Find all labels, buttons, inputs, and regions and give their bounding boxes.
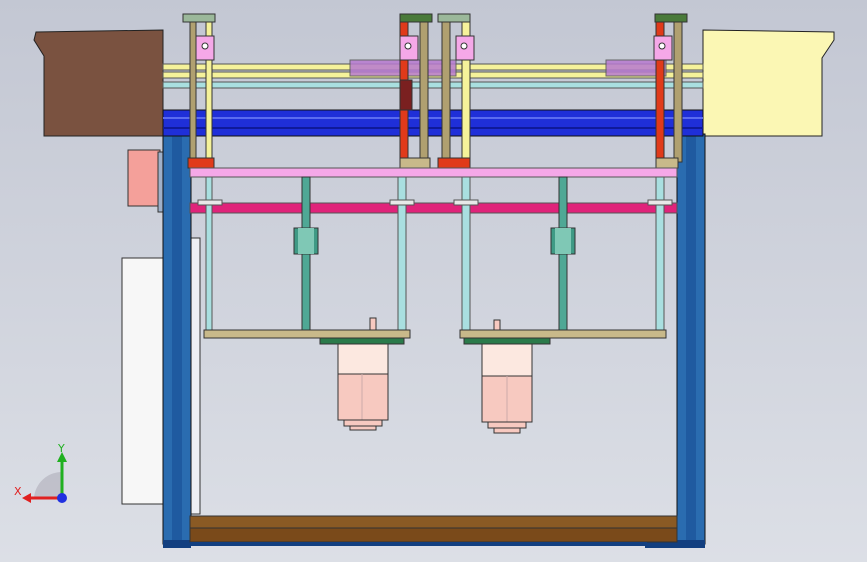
salmon-control-box[interactable]	[127, 149, 161, 207]
left-frame-column[interactable]	[162, 133, 192, 548]
blue-cross-beam[interactable]	[162, 109, 704, 137]
left-mount-plate[interactable]	[203, 329, 411, 339]
cylinder-center-left[interactable]	[399, 13, 433, 169]
right-motor[interactable]	[463, 319, 551, 434]
coordinate-triad-icon: Y X	[14, 442, 67, 503]
screw-shaft-left[interactable]	[293, 176, 319, 333]
magenta-cross-bar[interactable]	[189, 202, 678, 214]
cylinder-right[interactable]	[653, 13, 688, 169]
cylinder-left[interactable]	[182, 13, 216, 169]
guide-rods[interactable]	[197, 176, 673, 333]
pink-cross-bar[interactable]	[189, 167, 678, 178]
left-brown-panel[interactable]	[33, 29, 164, 137]
cylinder-center-right[interactable]	[437, 13, 475, 169]
right-frame-column[interactable]	[645, 133, 706, 548]
right-cream-panel[interactable]	[702, 29, 835, 137]
screw-shaft-right[interactable]	[550, 176, 576, 333]
y-axis-label: Y	[57, 442, 65, 455]
base-floor[interactable]	[189, 515, 678, 546]
left-motor[interactable]	[319, 317, 405, 431]
white-cabinet[interactable]	[121, 257, 167, 505]
top-rail-assembly[interactable]	[162, 59, 704, 89]
x-axis-label: X	[14, 485, 22, 498]
right-mount-plate[interactable]	[459, 329, 667, 339]
